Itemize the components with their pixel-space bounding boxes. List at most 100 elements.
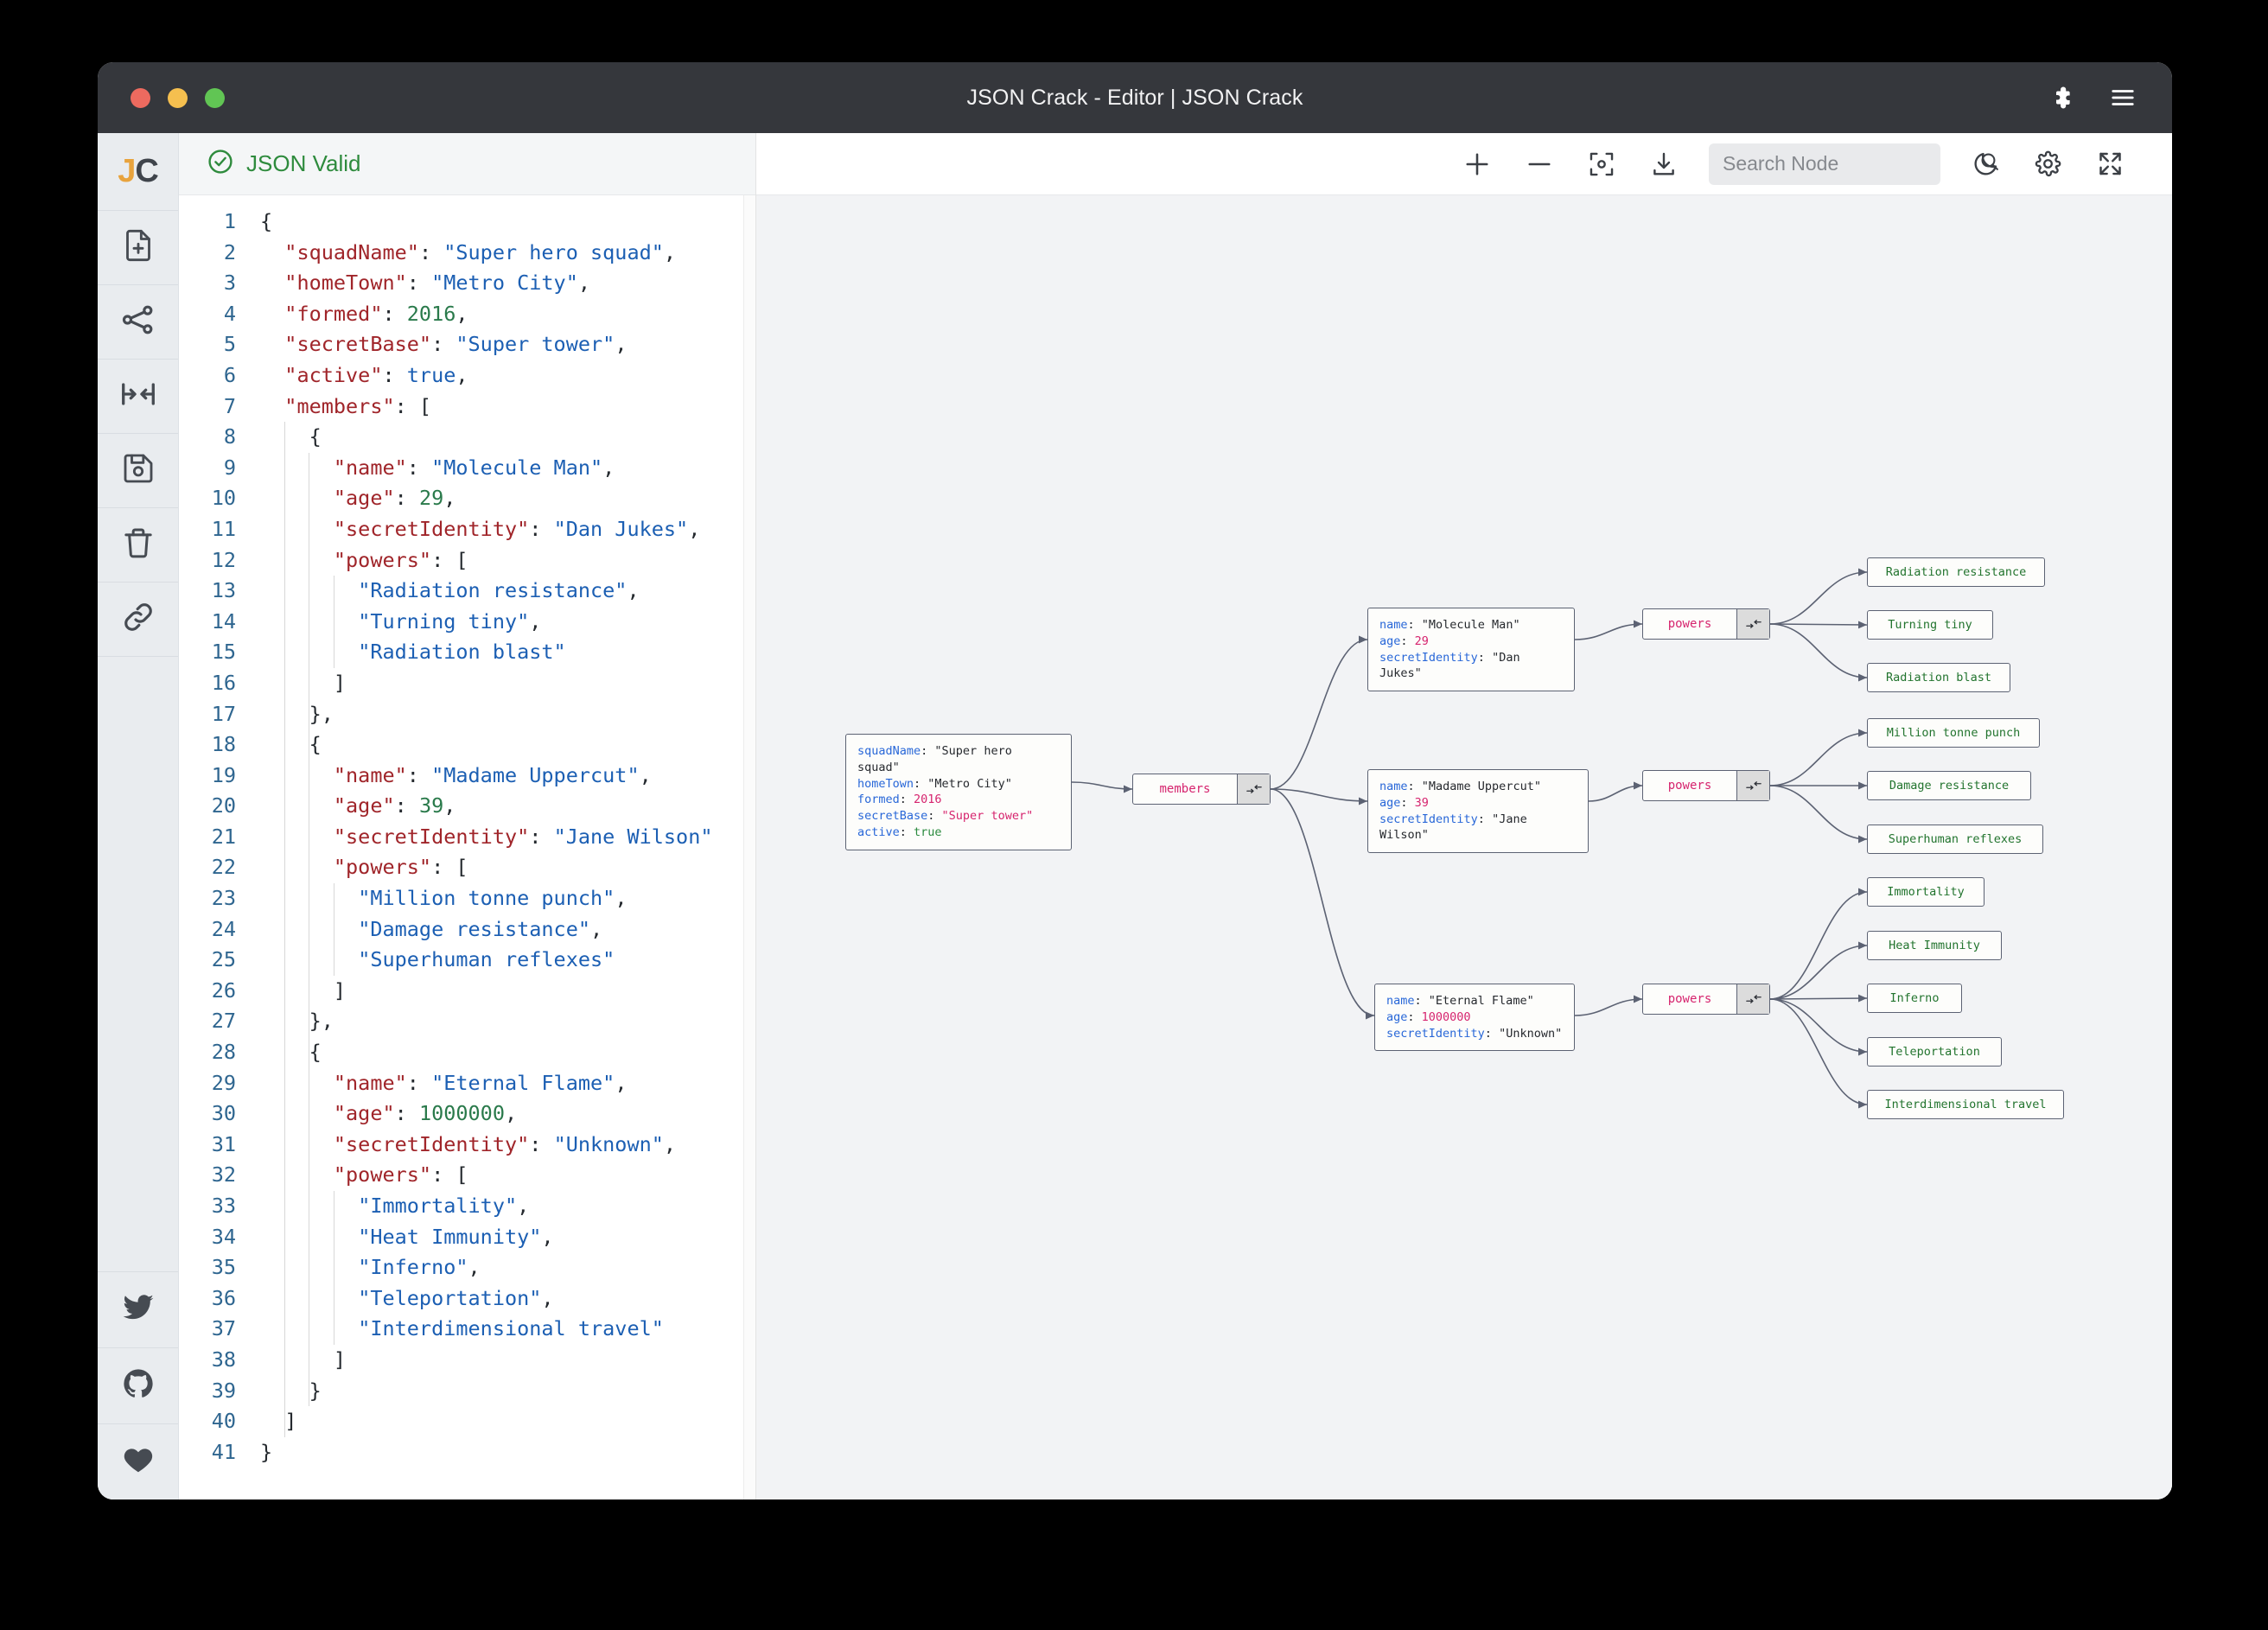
leaf-interdimensional-travel[interactable]: Interdimensional travel	[1867, 1090, 2064, 1119]
settings-button[interactable]	[2016, 133, 2079, 195]
floppy-disk-icon	[121, 451, 156, 490]
line-number: 23	[211, 886, 236, 911]
code-line: "age": 1000000,	[333, 1101, 518, 1126]
download-button[interactable]	[1633, 133, 1695, 195]
node-value: 1000000	[1421, 1009, 1471, 1024]
leaf-radiation-resistance[interactable]: Radiation resistance	[1867, 557, 2045, 587]
line-number: 40	[211, 1409, 236, 1434]
leaf-immortality[interactable]: Immortality	[1867, 877, 1984, 907]
sidebar-item-save-file[interactable]	[98, 434, 178, 508]
node-row: secretIdentity: "Jane Wilson"	[1379, 812, 1527, 843]
arrows-collapse-icon	[119, 377, 157, 416]
puzzle-piece-icon[interactable]	[2048, 85, 2074, 111]
line-number: 26	[211, 977, 236, 1003]
node-row: squadName: "Super hero squad"	[857, 744, 1012, 774]
code-line: "Immortality",	[358, 1194, 530, 1218]
hamburger-menu-icon[interactable]	[2110, 85, 2136, 111]
close-window-button[interactable]	[131, 87, 150, 108]
leaf-inferno[interactable]: Inferno	[1867, 984, 1962, 1013]
node-key: secretIdentity	[1379, 812, 1478, 826]
graph-edge	[1769, 729, 1868, 786]
line-number: 34	[211, 1224, 236, 1249]
line-number: 17	[211, 701, 236, 726]
graph-edge	[1769, 568, 1868, 625]
leaf-damage-resistance[interactable]: Damage resistance	[1867, 771, 2031, 800]
powers-array-node-3[interactable]: powers	[1642, 984, 1770, 1015]
code-line: {	[260, 209, 273, 233]
sidebar-item-collapse-expand[interactable]	[98, 360, 178, 434]
leaf-million-tonne-punch[interactable]: Million tonne punch	[1867, 718, 2040, 748]
node-value: "Molecule Man"	[1421, 618, 1520, 632]
line-number: 15	[211, 640, 236, 665]
collapse-arrows-icon[interactable]	[1237, 774, 1270, 804]
line-number: 19	[211, 762, 236, 787]
zoom-out-button[interactable]	[1508, 133, 1570, 195]
sidebar-item-new-document[interactable]	[98, 211, 178, 285]
leaf-heat-immunity[interactable]: Heat Immunity	[1867, 931, 2002, 960]
collapse-arrows-icon[interactable]	[1736, 609, 1769, 639]
leaf-superhuman-reflexes[interactable]: Superhuman reflexes	[1867, 825, 2043, 854]
leaf-radiation-blast[interactable]: Radiation blast	[1867, 663, 2010, 692]
graph-edge	[1769, 941, 1868, 1000]
graph-edge	[1574, 995, 1643, 1016]
center-view-button[interactable]	[1570, 133, 1633, 195]
title-bar-actions	[2048, 85, 2136, 111]
search-input[interactable]	[1723, 152, 1978, 175]
zoom-in-button[interactable]	[1446, 133, 1508, 195]
line-number: 13	[211, 578, 236, 603]
graph-toolbar	[756, 133, 2172, 195]
collapse-arrows-icon[interactable]	[1736, 771, 1769, 800]
heart-icon	[122, 1443, 155, 1480]
line-number: 10	[211, 486, 236, 511]
twitter-bird-icon	[122, 1291, 155, 1328]
code-line: "name": "Eternal Flame",	[333, 1070, 628, 1095]
powers-array-node-1[interactable]: powers	[1642, 608, 1770, 640]
leaf-teleportation[interactable]: Teleportation	[1867, 1037, 2002, 1067]
node-key: formed	[857, 793, 900, 807]
graph-canvas[interactable]: squadName: "Super hero squad"homeTown: "…	[756, 195, 2172, 1499]
line-number: 1	[223, 209, 236, 233]
maximize-window-button[interactable]	[205, 87, 225, 108]
code-line: "name": "Madame Uppercut",	[333, 762, 652, 787]
check-circle-icon	[207, 148, 234, 180]
node-value: "Dan Jukes"	[1379, 650, 1520, 681]
node-row: age: 29	[1379, 634, 1429, 648]
node-value: "Eternal Flame"	[1428, 994, 1534, 1008]
node-row: secretIdentity: "Unknown"	[1386, 1026, 1563, 1041]
node-value: 29	[1414, 634, 1429, 648]
sidebar-item-copy-link[interactable]	[98, 583, 178, 657]
collapse-arrows-icon[interactable]	[1736, 984, 1769, 1014]
sidebar-item-share-graph[interactable]	[98, 285, 178, 360]
members-array-node[interactable]: members	[1132, 774, 1271, 805]
code-line: "secretBase": "Super tower",	[284, 332, 628, 357]
leaf-turning-tiny[interactable]: Turning tiny	[1867, 610, 1993, 640]
sidebar-item-sponsor[interactable]	[98, 1423, 178, 1499]
sidebar-item-github[interactable]	[98, 1347, 178, 1423]
dark-mode-toggle[interactable]	[1954, 133, 2016, 195]
code-content[interactable]: { "squadName": "Super hero squad", "home…	[246, 195, 755, 1499]
line-number: 9	[223, 455, 236, 480]
node-value: "Metro City"	[927, 776, 1012, 791]
powers-array-node-2[interactable]: powers	[1642, 770, 1770, 801]
line-number: 41	[211, 1439, 236, 1464]
root-object-node[interactable]: squadName: "Super hero squad"homeTown: "…	[845, 734, 1072, 850]
graph-edge	[1588, 781, 1643, 802]
minimize-window-button[interactable]	[168, 87, 188, 108]
line-number: 36	[211, 1285, 236, 1310]
sidebar-item-twitter[interactable]	[98, 1271, 178, 1347]
line-number: 3	[223, 271, 236, 296]
graph-edge	[1071, 781, 1133, 793]
editor-vertical-scrollbar[interactable]	[743, 195, 755, 1499]
code-line: "secretIdentity": "Jane Wilson"	[333, 824, 713, 849]
code-line: }	[260, 1439, 273, 1464]
sidebar-item-delete-json[interactable]	[98, 508, 178, 583]
search-node-field[interactable]	[1709, 143, 1998, 185]
fullscreen-button[interactable]	[2079, 133, 2141, 195]
